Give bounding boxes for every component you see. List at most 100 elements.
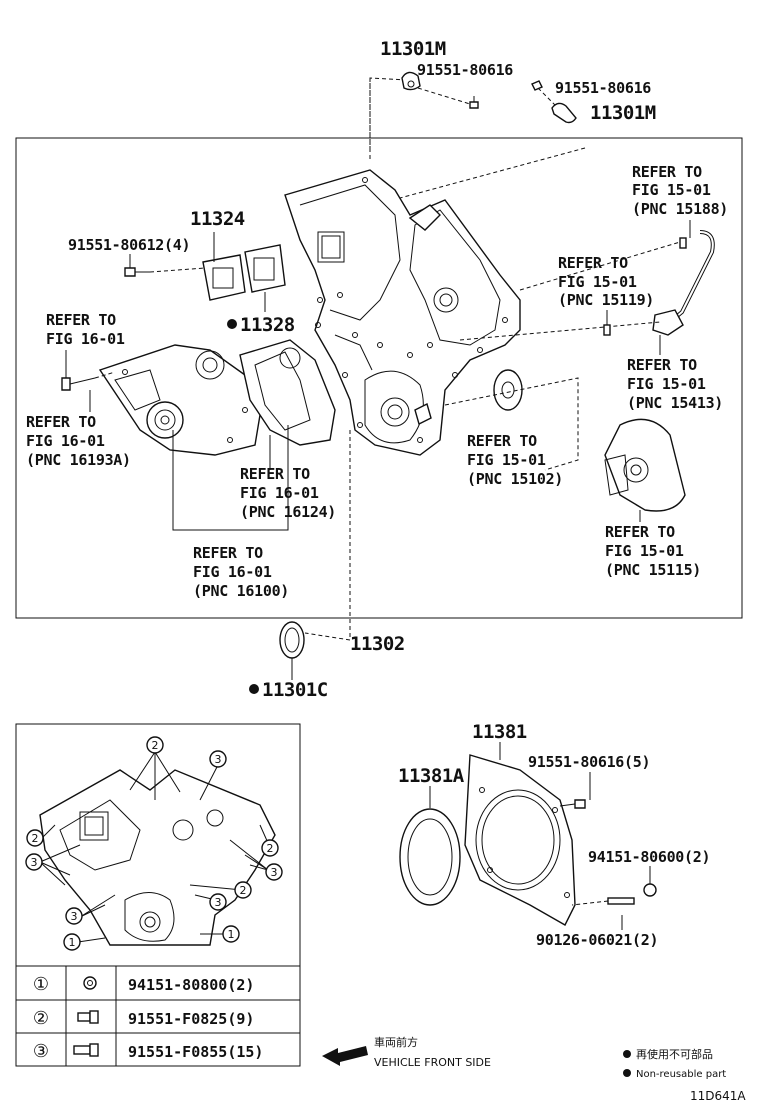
svg-text:91551-F0825(9): 91551-F0825(9) (128, 1010, 254, 1028)
bolt-91551-80612 (124, 267, 150, 277)
legend-row-3: ③ 91551-F0855(15) (33, 1041, 264, 1062)
svg-text:FIG 15-01: FIG 15-01 (558, 273, 637, 291)
ref-pnc-16124: REFER TO FIG 16-01 (PNC 16124) (240, 465, 336, 521)
svg-text:3: 3 (271, 866, 278, 879)
svg-text:REFER TO: REFER TO (26, 413, 96, 431)
rear-oil-seal-11381a (399, 808, 461, 906)
cover-11324 (202, 254, 246, 301)
svg-text:2: 2 (240, 884, 247, 897)
callout-2: 2 (234, 881, 252, 899)
svg-text:94151-80800(2): 94151-80800(2) (128, 976, 254, 994)
svg-text:REFER TO: REFER TO (605, 523, 675, 541)
nonreusable-dot (227, 319, 237, 329)
svg-text:REFER TO: REFER TO (627, 356, 697, 374)
nut-icon (83, 976, 97, 990)
svg-text:2: 2 (32, 832, 39, 845)
bolt-91551-80616-a (469, 96, 479, 109)
callout-3: 3 (65, 907, 83, 925)
ref-pnc-16100: REFER TO FIG 16-01 (PNC 16100) (193, 544, 289, 600)
oil-pipe-15413 (652, 230, 715, 336)
svg-text:3: 3 (215, 753, 222, 766)
stud-90126-06021 (607, 897, 635, 905)
svg-text:FIG 15-01: FIG 15-01 (632, 181, 711, 199)
svg-text:FIG 15-01: FIG 15-01 (605, 542, 684, 560)
svg-text:①: ① (33, 974, 49, 995)
svg-text:③: ③ (33, 1041, 49, 1062)
label-11381a: 11381A (398, 765, 465, 787)
svg-text:FIG 15-01: FIG 15-01 (627, 375, 706, 393)
bolt-91551-80616-b (531, 80, 543, 91)
water-pump-16100 (98, 344, 261, 456)
svg-text:(PNC 16100): (PNC 16100) (193, 582, 289, 600)
rear-oil-seal-retainer-11381 (464, 754, 576, 926)
svg-text:3: 3 (31, 856, 38, 869)
inset-frame (15, 723, 301, 1067)
label-91551-80616-5: 91551-80616(5) (528, 753, 650, 771)
ref-pnc-16193a: REFER TO FIG 16-01 (PNC 16193A) (26, 413, 131, 469)
label-11328: 11328 (240, 314, 295, 336)
svg-text:1: 1 (228, 928, 235, 941)
svg-text:3: 3 (215, 896, 222, 909)
svg-text:2: 2 (267, 842, 274, 855)
label-11324: 11324 (190, 208, 245, 230)
vehicle-front-arrow (322, 1046, 368, 1066)
nonreusable-dot-2 (249, 684, 259, 694)
svg-text:FIG 16-01: FIG 16-01 (240, 484, 319, 502)
label-11301m-top: 11301M (380, 38, 446, 60)
callout-1: 1 (222, 925, 240, 943)
bolt-short-icon (77, 1010, 99, 1024)
label-94151-80600: 94151-80600(2) (588, 848, 710, 866)
svg-text:FIG 16-01: FIG 16-01 (26, 432, 105, 450)
label-11301c: 11301C (262, 679, 328, 701)
label-91551-80616-a: 91551-80616 (417, 61, 513, 79)
label-11301m-right: 11301M (590, 102, 656, 124)
svg-text:(PNC 15119): (PNC 15119) (558, 291, 654, 309)
svg-text:REFER TO: REFER TO (467, 432, 537, 450)
ref-pnc-15115: REFER TO FIG 15-01 (PNC 15115) (605, 523, 701, 579)
label-91551-80612: 91551-80612(4) (68, 236, 190, 254)
callout-3: 3 (209, 893, 227, 911)
callout-3: 3 (25, 853, 43, 871)
diagram-code: 11D641A (690, 1089, 746, 1103)
inset-callouts: 2 3 2 3 2 3 2 3 3 1 1 (25, 736, 283, 951)
svg-text:(PNC 15102): (PNC 15102) (467, 470, 563, 488)
ref-pnc-15119: REFER TO FIG 15-01 (PNC 15119) (558, 254, 654, 309)
water-pump-gasket-16124 (239, 339, 336, 446)
nonreusable-legend-dot-2 (623, 1069, 631, 1077)
arrow-left-icon (322, 1046, 368, 1066)
svg-text:FIG 16-01: FIG 16-01 (193, 563, 272, 581)
svg-text:(PNC 15115): (PNC 15115) (605, 561, 701, 579)
callout-3: 3 (265, 863, 283, 881)
svg-text:FIG 16-01: FIG 16-01 (46, 330, 125, 348)
label-11301c-group: 11301C (249, 679, 328, 701)
sensor-11301m-right (551, 102, 577, 124)
svg-text:1: 1 (69, 936, 76, 949)
svg-text:REFER TO: REFER TO (632, 163, 702, 181)
svg-text:REFER TO: REFER TO (558, 254, 628, 272)
callout-1: 1 (63, 933, 81, 951)
nut-94151-80600 (643, 883, 657, 897)
oil-pump-rotor-15102 (493, 369, 523, 411)
label-11302: 11302 (350, 633, 405, 655)
ref-pnc-15102: REFER TO FIG 15-01 (PNC 15102) (467, 432, 563, 488)
nonreusable-legend-dot (623, 1050, 631, 1058)
gasket-11328 (244, 244, 286, 293)
svg-text:(PNC 16193A): (PNC 16193A) (26, 451, 131, 469)
nonreusable-jp: 再使用不可部品 (636, 1047, 713, 1061)
direction-jp: 車両前方 (374, 1035, 418, 1049)
svg-text:②: ② (33, 1008, 49, 1029)
svg-text:REFER TO: REFER TO (193, 544, 263, 562)
legend-row-2: ② 91551-F0825(9) (33, 1008, 255, 1029)
svg-text:(PNC 15188): (PNC 15188) (632, 200, 728, 218)
bolt-long-icon (73, 1043, 99, 1057)
callout-2: 2 (261, 839, 279, 857)
nonreusable-en: Non-reusable part (636, 1069, 726, 1080)
svg-text:REFER TO: REFER TO (240, 465, 310, 483)
ref-pnc-15413: REFER TO FIG 15-01 (PNC 15413) (627, 356, 723, 412)
svg-text:2: 2 (152, 739, 159, 752)
oring-15188 (679, 237, 687, 249)
svg-text:REFER TO: REFER TO (46, 311, 116, 329)
cover-bracket (408, 204, 441, 231)
svg-text:(PNC 15413): (PNC 15413) (627, 394, 723, 412)
